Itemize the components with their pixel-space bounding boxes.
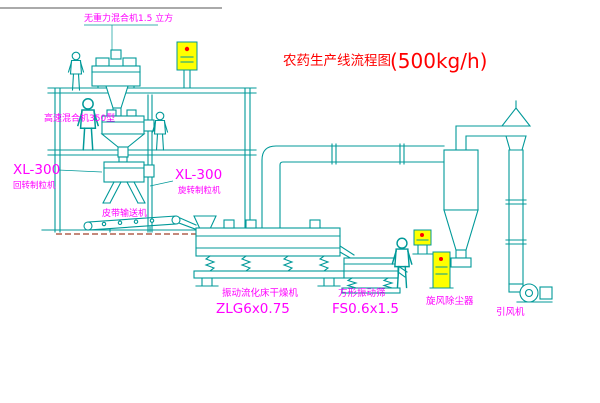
label-granulator-left-model: XL-300 [13,162,60,178]
diagram-title-capacity: (500kg/h) [390,49,487,73]
diagram-title: 农药生产线流程图 [283,53,391,69]
granulator [102,156,155,204]
label-dryer-model: ZLG6x0.75 [216,301,290,317]
worker-figure-1 [67,51,85,91]
vibrating-screen [341,257,408,294]
gravity-free-mixer [91,49,141,117]
label-sieve-name: 方形振动筛 [338,287,386,299]
cyclone-separator [443,149,479,268]
label-sieve-model: FS0.6x1.5 [332,301,399,317]
worker-figure-2 [77,98,99,151]
fluid-bed-dryer [193,215,355,287]
belt-conveyor [83,215,197,233]
building-frame [41,87,259,233]
label-granulator-left-name: 回转制粒机 [13,180,56,191]
label-granulator-right-name: 旋转制粒机 [178,185,221,196]
label-leader-top-mixer [84,24,158,50]
label-high-speed-mixer: 高速混合机350型 [44,112,115,124]
induced-draft-fan [508,283,553,303]
worker-figure-3 [151,111,169,151]
outlet-pipe-and-stack [455,100,532,285]
control-panel-lower-2 [429,251,454,289]
label-granulator-right-model: XL-300 [175,167,222,183]
label-top-mixer: 无重力混合机1.5 立方 [84,12,173,24]
label-fan: 引风机 [496,306,525,318]
exhaust-duct [261,143,445,229]
label-belt-conveyor: 皮带输送机 [102,207,147,219]
label-leader-granulator [57,169,174,187]
control-panel-upper [176,41,198,89]
worker-figure-4 [391,237,413,289]
label-cyclone: 旋风除尘器 [426,295,474,307]
label-dryer-name: 振动流化床干燥机 [222,287,299,299]
control-panel-lower-1 [412,229,433,255]
